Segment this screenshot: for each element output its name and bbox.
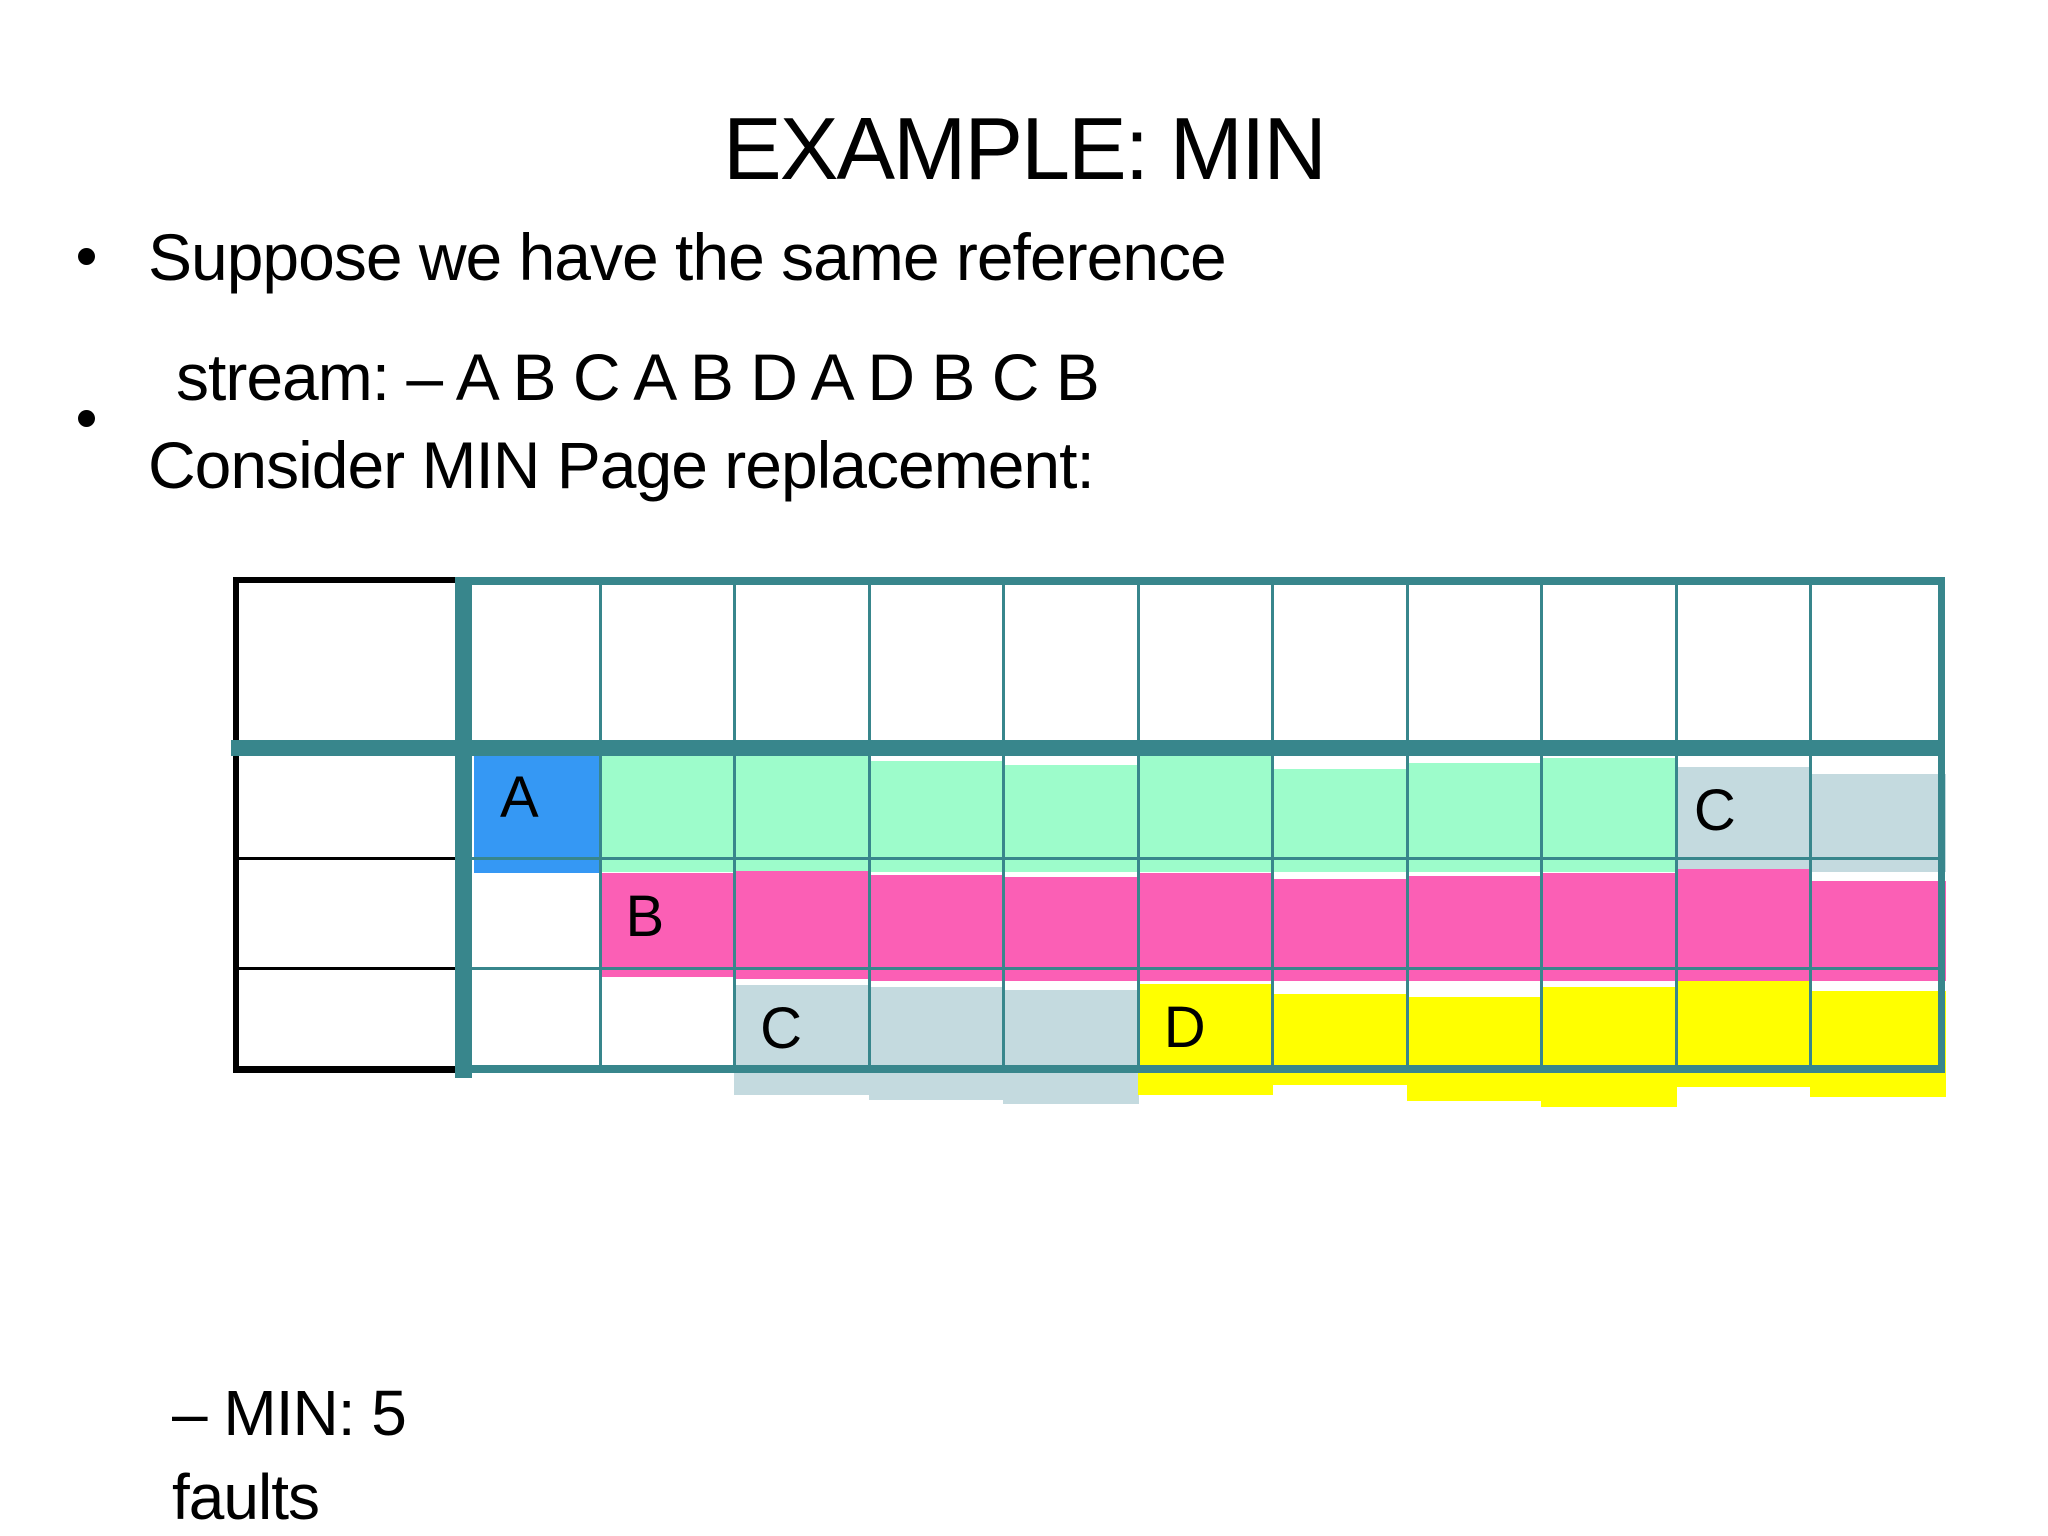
cell-highlight-frame2-t4 xyxy=(868,875,1005,981)
header-separator-band xyxy=(231,740,1945,756)
grid-column-line xyxy=(1271,584,1275,1066)
cell-highlight-frame2-t8 xyxy=(1406,876,1543,981)
cell-highlight-frame2-t9 xyxy=(1541,873,1677,981)
label-grid-divider xyxy=(455,577,472,1078)
cell-highlight-frame3-t3 xyxy=(734,985,870,1095)
cell-highlight-frame1-t4 xyxy=(868,761,1005,872)
cell-highlight-frame3-t11 xyxy=(1810,991,1946,1097)
cell-highlight-frame2-t11 xyxy=(1810,881,1946,981)
cell-highlight-frame1-t6 xyxy=(1137,756,1274,872)
cell-label-A-frame1-t1: A xyxy=(500,765,539,830)
cell-highlight-frame1-t1 xyxy=(474,754,600,873)
result-min-faults-line1: – MIN: 5 xyxy=(172,1377,407,1449)
cell-highlight-frame3-t4 xyxy=(868,987,1005,1100)
bullet-icon xyxy=(78,410,95,427)
cell-highlight-frame1-t3 xyxy=(734,752,870,872)
bullet-reference-line1: Suppose we have the same reference xyxy=(148,220,1227,294)
cell-highlight-frame1-t10 xyxy=(1675,767,1812,872)
grid-top-border xyxy=(465,577,1945,585)
label-row-divider xyxy=(237,857,465,860)
grid-column-line xyxy=(1540,584,1544,1066)
bullet-icon xyxy=(78,248,95,265)
page-title: EXAMPLE: MIN xyxy=(723,99,1327,198)
cell-highlight-frame3-t6 xyxy=(1137,984,1274,1095)
cell-highlight-frame2-t3 xyxy=(734,871,870,979)
cell-highlight-frame1-t9 xyxy=(1541,758,1677,872)
cell-highlight-frame3-t8 xyxy=(1406,997,1543,1101)
cell-highlight-frame1-t7 xyxy=(1272,769,1408,872)
label-row-divider xyxy=(237,967,465,970)
min-replacement-table: A C B C D xyxy=(231,577,1946,1107)
grid-column-line xyxy=(598,584,602,1066)
cell-highlight-frame2-t10 xyxy=(1675,869,1812,981)
grid-column-line xyxy=(867,584,871,1066)
grid-column-line xyxy=(1002,584,1006,1066)
cell-label-C-frame3-t3: C xyxy=(760,996,802,1061)
bullet-reference-stream: stream: – A B C A B D A D B C B xyxy=(176,340,1100,414)
cell-highlight-frame2-t7 xyxy=(1272,879,1408,981)
label-column-bottom-border xyxy=(233,1066,465,1073)
cell-highlight-frame1-t5 xyxy=(1003,765,1139,872)
cell-label-B-frame2-t2: B xyxy=(625,884,665,949)
cell-highlight-frame2-t2 xyxy=(599,873,736,977)
grid-right-border xyxy=(1938,577,1945,1073)
cell-highlight-frame3-t9 xyxy=(1541,987,1677,1107)
cell-highlight-frame2-t5 xyxy=(1003,877,1139,981)
cell-label-D-frame3-t6: D xyxy=(1163,995,1206,1060)
cell-highlight-frame1-t8 xyxy=(1406,763,1543,872)
grid-column-line xyxy=(733,584,737,1066)
cell-highlight-frame3-t5 xyxy=(1003,990,1139,1104)
grid-column-line xyxy=(1136,584,1140,1066)
grid-column-line xyxy=(1674,584,1678,1066)
grid-row-line xyxy=(472,967,1945,970)
grid-row-line xyxy=(472,857,1945,860)
bullet-consider-min: Consider MIN Page replacement: xyxy=(148,428,1095,502)
cell-highlight-frame1-t2 xyxy=(599,753,736,872)
cell-highlight-frame1-t11 xyxy=(1810,774,1946,872)
cell-highlight-frame2-t6 xyxy=(1137,873,1274,981)
cell-label-C-frame1-t10: C xyxy=(1693,778,1736,843)
grid-column-line xyxy=(1405,584,1409,1066)
label-column-top-border xyxy=(233,577,465,583)
grid-bottom-border xyxy=(465,1065,1945,1073)
result-min-faults-line2: faults xyxy=(172,1461,320,1533)
grid-column-line xyxy=(1809,584,1813,1066)
label-column-left-border xyxy=(233,577,239,1073)
